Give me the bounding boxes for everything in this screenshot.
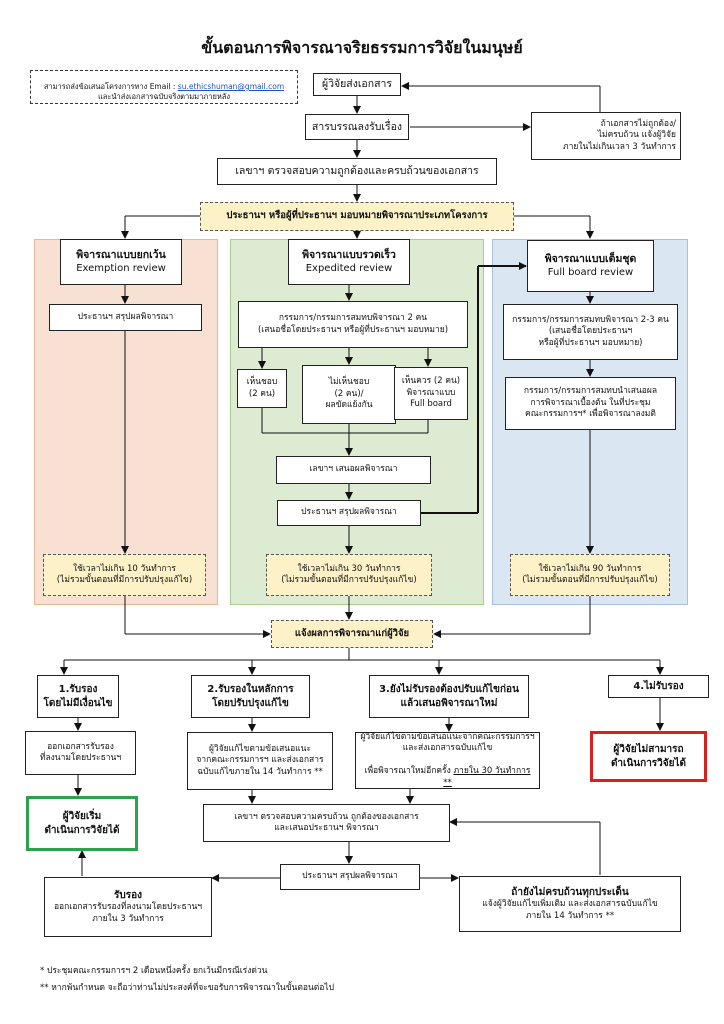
not-complete-box: ถ้ายังไม่ครบถ้วนทุกประเด็น แจ้งผู้วิจัยแ… [459, 876, 681, 932]
footnote-2: ** หากพ้นกำหนด จะถือว่าท่านไม่ประสงค์ที่… [40, 983, 335, 993]
revise-major-deadline: ภายใน 30 วันทำการ ** [443, 766, 531, 788]
result-3-box: 3.ยังไม่รับรองต้องปรับแก้ไขก่อน แล้วเสนอ… [369, 675, 529, 718]
result-2-box: 2.รับรองในหลักการ โดยปรับปรุงแก้ไข [191, 675, 310, 718]
full-time-box: ใช้เวลาไม่เกิน 90 วันทำการ (ไม่รวมขั้นตอ… [510, 554, 670, 596]
revise-minor-box: ผู้วิจัยแก้ไขตามข้อเสนอแนะ จากคณะกรรมการ… [187, 732, 333, 790]
secretary-check-box: เลขาฯ ตรวจสอบความถูกต้องและครบถ้วนของเอก… [217, 158, 497, 185]
exemption-subtitle: Exemption review [76, 263, 166, 275]
full-title: พิจารณาแบบเต็มชุด [544, 253, 637, 266]
chair-conclude-box: ประธานฯ สรุปผลพิจารณา [280, 864, 420, 890]
notify-result-box: แจ้งผลการพิจารณาแก่ผู้วิจัย [271, 620, 433, 648]
email-note-line1: สามารถส่งข้อเสนอโครงการทาง Email : su.et… [44, 72, 284, 92]
expedited-agree-box: เห็นชอบ (2 คน) [237, 369, 287, 408]
submit-documents-box: ผู้วิจัยส่งเอกสาร [313, 73, 401, 96]
expedited-title: พิจารณาแบบรวดเร็ว [302, 249, 396, 262]
exemption-title: พิจารณาแบบยกเว้น [76, 249, 166, 262]
registry-box: สารบรรณลงรับเรื่อง [305, 114, 409, 140]
cannot-proceed-box: ผู้วิจัยไม่สามารถ ดำเนินการวิจัยได้ [590, 731, 707, 782]
email-link[interactable]: su.ethicshuman@gmail.com [177, 81, 285, 91]
expedited-subtitle: Expedited review [305, 263, 393, 275]
revise-major-line1: ผู้วิจัยแก้ไขตามข้อเสนอแนะจากคณะกรรมการฯ [360, 731, 535, 742]
expedited-secretary-box: เลขาฯ เสนอผลพิจารณา [276, 456, 431, 484]
expedited-header: พิจารณาแบบรวดเร็ว Expedited review [288, 239, 410, 285]
expedited-to-full-box: เห็นควร (2 คน) พิจารณาแบบ Full board [394, 367, 468, 420]
exemption-chair-box: ประธานฯ สรุปผลพิจารณา [49, 304, 202, 331]
revise-major-line2: และส่งเอกสารฉบับแก้ไข [402, 743, 493, 754]
revise-major-line3: เพื่อพิจารณาใหม่อีกครั้ง ภายใน 30 วันทำก… [360, 755, 535, 789]
result-4-box: 4.ไม่รับรอง [608, 675, 709, 698]
full-present-box: กรรมการ/กรรมการสมทบนำเสนอผล การพิจารณาเบ… [505, 377, 676, 430]
approve-box: รับรอง ออกเอกสารรับรองที่ลงนามโดยประธานฯ… [44, 877, 212, 937]
incomplete-docs-box: ถ้าเอกสารไม่ถูกต้อง/ ไม่ครบถ้วน แจ้งผู้ว… [531, 112, 681, 160]
issue-certificate-box: ออกเอกสารรับรอง ที่ลงนามโดยประธานฯ [25, 731, 136, 775]
full-reviewers-box: กรรมการ/กรรมการสมทบพิจารณา 2-3 คน (เสนอช… [503, 304, 678, 360]
expedited-disagree-box: ไม่เห็นชอบ (2 คน)/ ผลขัดแย้งกัน [302, 365, 396, 424]
result-1-box: 1.รับรอง โดยไม่มีเงื่อนไข [37, 675, 119, 718]
exemption-time-box: ใช้เวลาไม่เกิน 10 วันทำการ (ไม่รวมขั้นตอ… [43, 554, 206, 596]
email-note: สามารถส่งข้อเสนอโครงการทาง Email : su.et… [30, 70, 298, 104]
approve-body: ออกเอกสารรับรองที่ลงนามโดยประธานฯ ภายใน … [53, 902, 203, 924]
expedited-chair-box: ประธานฯ สรุปผลพิจารณา [277, 500, 421, 526]
not-complete-title: ถ้ายังไม่ครบถ้วนทุกประเด็น [511, 886, 629, 898]
footnote-1: * ประชุมคณะกรรมการฯ 2 เดือนหนึ่งครั้ง ยก… [40, 966, 268, 976]
assign-review-type-box: ประธานฯ หรือผู้ที่ประธานฯ มอบหมายพิจารณา… [200, 202, 514, 231]
email-note-line2: และนำส่งเอกสารฉบับจริงตามมาภายหลัง [97, 92, 231, 102]
not-complete-body: แจ้งผู้วิจัยแก้ไขเพิ่มเติม และส่งเอกสารฉ… [482, 899, 658, 921]
expedited-reviewers-box: กรรมการ/กรรมการสมทบพิจารณา 2 คน (เสนอชื่… [238, 301, 468, 348]
exemption-header: พิจารณาแบบยกเว้น Exemption review [60, 239, 182, 285]
page-title: ขั้นตอนการพิจารณาจริยธรรมการวิจัยในมนุษย… [201, 38, 523, 57]
revise-major-box: ผู้วิจัยแก้ไขตามข้อเสนอแนะจากคณะกรรมการฯ… [355, 732, 540, 789]
can-start-research-box: ผู้วิจัยเริ่ม ดำเนินการวิจัยได้ [26, 796, 138, 851]
full-header: พิจารณาแบบเต็มชุด Full board review [527, 240, 654, 292]
full-subtitle: Full board review [547, 267, 634, 279]
email-note-prefix: สามารถส่งข้อเสนอโครงการทาง Email : [43, 81, 178, 91]
secretary-recheck-box: เลขาฯ ตรวจสอบความครบถ้วน ถูกต้องของเอกสา… [203, 804, 450, 842]
expedited-time-box: ใช้เวลาไม่เกิน 30 วันทำการ (ไม่รวมขั้นตอ… [266, 554, 432, 596]
approve-title: รับรอง [114, 889, 142, 901]
revise-major-line3-prefix: เพื่อพิจารณาใหม่อีกครั้ง [364, 766, 454, 777]
